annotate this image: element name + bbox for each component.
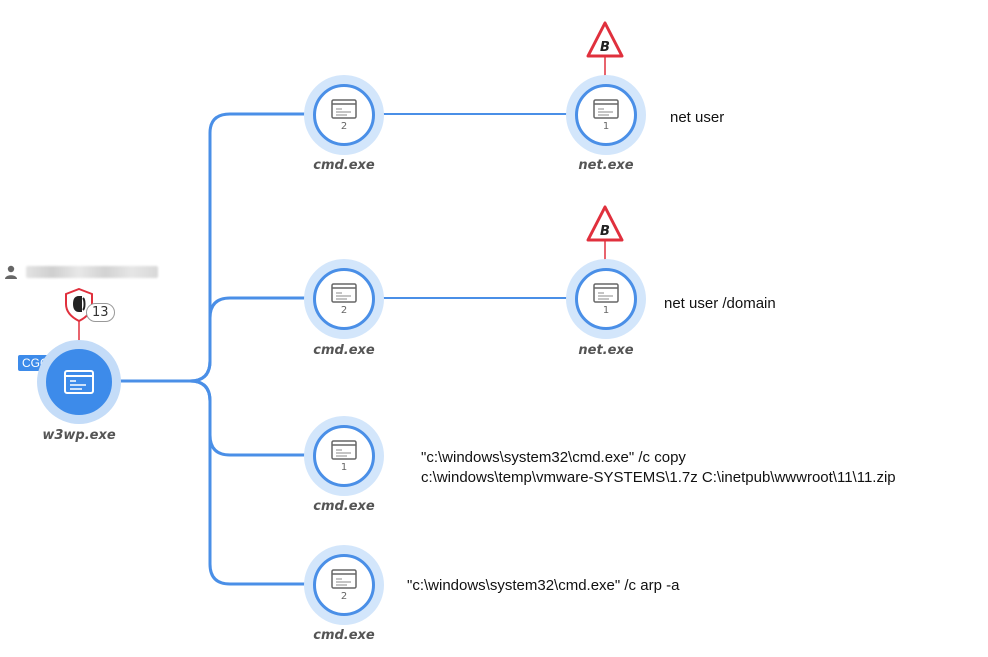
command-line-copy: "c:\windows\system32\cmd.exe" /c copy c:…	[421, 449, 896, 486]
window-icon	[331, 282, 357, 303]
command-line-arp: "c:\windows\system32\cmd.exe" /c arp -a	[407, 577, 680, 594]
process-label-cmd-4: cmd.exe	[313, 628, 375, 643]
process-label-net-1: net.exe	[578, 158, 634, 173]
process-node-inner	[46, 349, 112, 415]
alert-triangle-icon[interactable]: B	[586, 18, 624, 62]
process-node-inner: 2	[313, 268, 375, 330]
window-icon	[593, 282, 619, 303]
process-node-inner: 2	[313, 84, 375, 146]
process-label-net-2: net.exe	[578, 343, 634, 358]
root-user	[4, 265, 158, 279]
alert-letter: B	[600, 40, 610, 55]
process-label-cmd-2: cmd.exe	[313, 343, 375, 358]
redacted-user-name	[26, 266, 158, 278]
command-line-net-user: net user	[670, 109, 725, 126]
alert-triangle-icon[interactable]: B	[586, 202, 624, 246]
detection-count-badge[interactable]: 13	[86, 303, 115, 322]
process-node-inner: 1	[575, 268, 637, 330]
process-node-cmd-1[interactable]: 2	[304, 75, 384, 155]
process-count: 1	[602, 304, 610, 316]
process-node-cmd-2[interactable]: 2	[304, 259, 384, 339]
process-count: 2	[340, 590, 348, 602]
command-line-net-user-domain: net user /domain	[664, 295, 776, 312]
edge-to-cmd-2	[189, 296, 306, 383]
process-node-net-2[interactable]: 1	[566, 259, 646, 339]
edge-to-cmd-4	[189, 379, 306, 586]
window-icon	[64, 370, 94, 394]
process-count: 1	[602, 120, 610, 132]
process-node-net-1[interactable]: 1	[566, 75, 646, 155]
process-node-cmd-4[interactable]: 2	[304, 545, 384, 625]
process-label-cmd-1: cmd.exe	[313, 158, 375, 173]
window-icon	[593, 98, 619, 119]
process-count: 2	[340, 304, 348, 316]
process-node-cmd-3[interactable]: 1	[304, 416, 384, 496]
alert-letter: B	[600, 224, 610, 239]
window-icon	[331, 568, 357, 589]
process-node-w3wp[interactable]	[37, 340, 121, 424]
user-icon	[5, 265, 17, 279]
process-node-inner: 1	[313, 425, 375, 487]
window-icon	[331, 98, 357, 119]
process-node-inner: 1	[575, 84, 637, 146]
process-count: 1	[340, 461, 348, 473]
window-icon	[331, 439, 357, 460]
process-label-cmd-3: cmd.exe	[313, 499, 375, 514]
process-label-w3wp: w3wp.exe	[42, 428, 116, 443]
process-node-inner: 2	[313, 554, 375, 616]
process-count: 2	[340, 120, 348, 132]
edge-to-cmd-1	[189, 112, 306, 383]
